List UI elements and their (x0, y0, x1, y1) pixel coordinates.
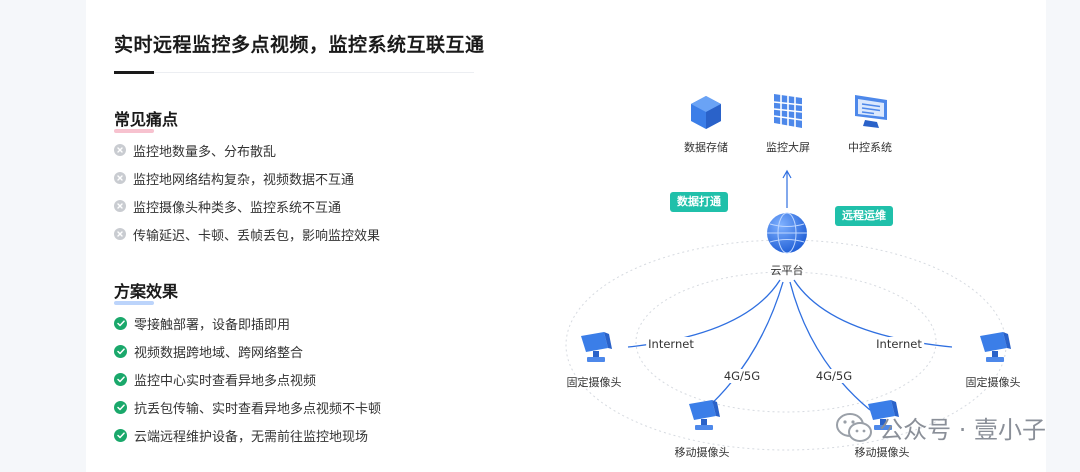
mobile-link-right (789, 281, 871, 411)
effects-heading-text: 方案效果 (114, 282, 179, 301)
pain-points-heading-text: 常见痛点 (114, 110, 179, 129)
check-circle-icon (114, 372, 127, 386)
list-item-text: 抗丢包传输、实时查看异地多点视频不卡顿 (134, 401, 382, 417)
effects-list: 零接触部署，设备即插即用 视频数据跨地域、跨网络整合 监控中心实时查看异地多点视… (114, 309, 381, 449)
fixed-camera-icon (977, 330, 1011, 368)
check-circle-icon (114, 400, 127, 414)
wechat-watermark: 公众号 · 壹小子 (835, 410, 1046, 445)
remote-ops-tag: 远程运维 (835, 206, 893, 226)
title-accent-bar (114, 71, 154, 74)
list-item-text: 监控地网络结构复杂，视频数据不互通 (133, 172, 355, 188)
uplink-arrow-icon (782, 169, 792, 179)
data-interconnect-tag: 数据打通 (670, 192, 728, 212)
content-card (86, 0, 1046, 472)
page-title: 实时远程监控多点视频，监控系统互联互通 (114, 34, 485, 56)
list-item: 视频数据跨地域、跨网络整合 (114, 337, 381, 365)
list-item: 监控摄像头种类多、监控系统不互通 (114, 192, 380, 220)
internet-link-right (793, 279, 953, 348)
list-item-text: 视频数据跨地域、跨网络整合 (134, 345, 304, 361)
list-item-text: 云端远程维护设备，无需前往监控地现场 (134, 429, 369, 445)
wechat-logo-icon (836, 412, 873, 442)
pain-points-heading: 常见痛点 (114, 106, 179, 133)
mobile-network-label-left: 4G/5G (721, 369, 763, 383)
x-circle-icon (114, 172, 126, 184)
internet-label-left: Internet (646, 337, 696, 351)
inner-ring (635, 271, 937, 413)
node-label-control-system: 中控系统 (848, 141, 892, 154)
title-divider (154, 72, 474, 73)
list-item: 监控地数量多、分布散乱 (114, 136, 380, 164)
effects-heading: 方案效果 (114, 278, 179, 305)
camera-label-fixed-left: 固定摄像头 (566, 376, 622, 389)
list-item-text: 监控地数量多、分布散乱 (133, 144, 277, 160)
mobile-camera-icon (865, 398, 899, 436)
list-item: 抗丢包传输、实时查看异地多点视频不卡顿 (114, 393, 381, 421)
list-item: 零接触部署，设备即插即用 (114, 309, 381, 337)
check-circle-icon (114, 344, 127, 358)
camera-label-fixed-right: 固定摄像头 (965, 376, 1021, 389)
storage-cube-icon (688, 94, 724, 134)
list-item-text: 监控摄像头种类多、监控系统不互通 (133, 200, 342, 216)
list-item-text: 零接触部署，设备即插即用 (134, 317, 291, 333)
x-circle-icon (114, 144, 126, 156)
camera-label-mobile-left: 移动摄像头 (674, 446, 730, 459)
list-item-text: 监控中心实时查看异地多点视频 (134, 373, 317, 389)
mobile-camera-icon (686, 398, 720, 436)
mobile-network-label-right: 4G/5G (813, 369, 855, 383)
node-label-storage: 数据存储 (684, 141, 728, 154)
x-circle-icon (114, 228, 126, 240)
internet-label-right: Internet (874, 337, 924, 351)
architecture-diagram: 数据存储 监控大屏 中控系统 数据打通 远程运维 云平台 Internet In… (540, 80, 1080, 472)
fixed-camera-icon (578, 330, 612, 368)
list-item-text: 传输延迟、卡顿、丢帧丢包，影响监控效果 (133, 228, 381, 244)
list-item: 云端远程维护设备，无需前往监控地现场 (114, 421, 381, 449)
check-circle-icon (114, 316, 127, 330)
cloud-platform-label: 云平台 (770, 264, 804, 277)
pain-points-underline (114, 129, 154, 133)
video-wall-icon (771, 90, 805, 134)
mobile-link-left (704, 281, 784, 411)
effects-underline (114, 301, 154, 305)
camera-label-mobile-right: 移动摄像头 (854, 446, 910, 459)
node-label-video-wall: 监控大屏 (766, 141, 810, 154)
watermark-text: 公众号 · 壹小子 (879, 416, 1046, 444)
pain-points-list: 监控地数量多、分布散乱 监控地网络结构复杂，视频数据不互通 监控摄像头种类多、监… (114, 136, 380, 248)
list-item: 传输延迟、卡顿、丢帧丢包，影响监控效果 (114, 220, 380, 248)
list-item: 监控地网络结构复杂，视频数据不互通 (114, 164, 380, 192)
list-item: 监控中心实时查看异地多点视频 (114, 365, 381, 393)
monitor-icon (853, 92, 889, 134)
check-circle-icon (114, 428, 127, 442)
globe-icon (766, 212, 808, 258)
x-circle-icon (114, 200, 126, 212)
network-links (627, 279, 953, 411)
